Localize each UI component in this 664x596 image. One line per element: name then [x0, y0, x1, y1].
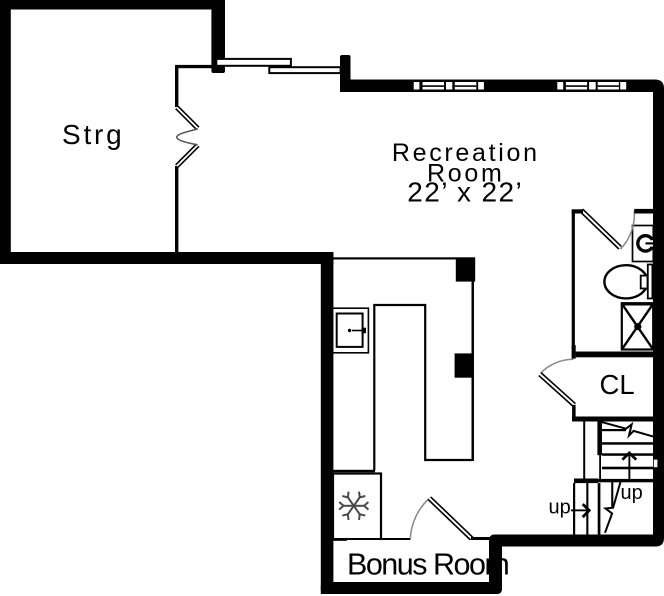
svg-text:Recreation: Recreation: [392, 139, 540, 167]
svg-text:CL: CL: [600, 369, 635, 400]
svg-text:22’ x 22’: 22’ x 22’: [407, 177, 523, 208]
svg-text:up: up: [549, 497, 571, 519]
svg-text:Strg: Strg: [62, 119, 125, 150]
svg-text:up: up: [621, 482, 643, 504]
svg-text:Bonus Room: Bonus Room: [347, 547, 508, 581]
svg-text:Room: Room: [427, 159, 505, 187]
